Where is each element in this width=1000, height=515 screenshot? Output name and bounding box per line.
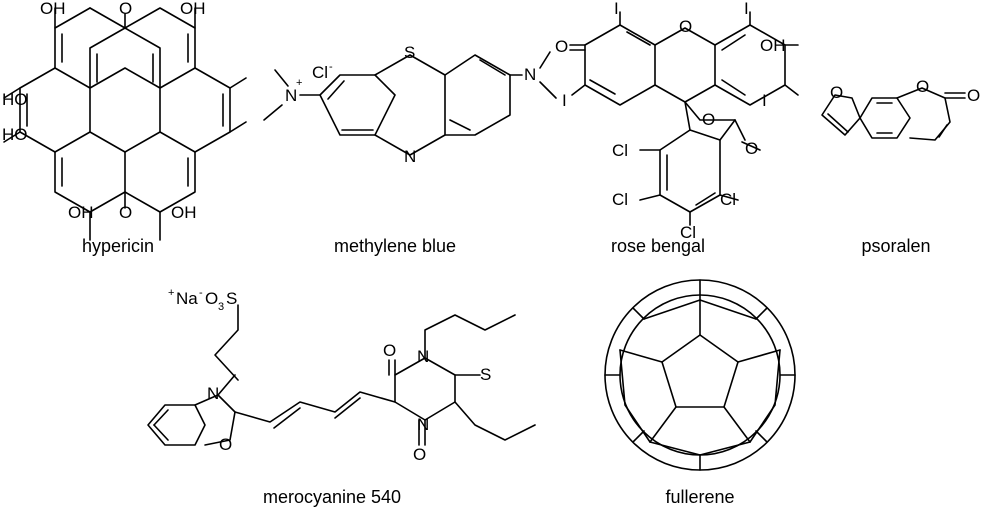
label-cl: Cl bbox=[312, 63, 328, 82]
label-i: I bbox=[614, 0, 619, 18]
label-o: O bbox=[702, 110, 715, 129]
label-o: O bbox=[830, 83, 843, 102]
label-s: S bbox=[404, 43, 415, 62]
label-s: S bbox=[226, 289, 237, 308]
label-o: O bbox=[916, 77, 929, 96]
structure-merocyanine-540: + Na - O 3 S N O O N S N O merocyanine 5… bbox=[147, 287, 536, 507]
label-o: O bbox=[383, 341, 396, 360]
label-subscript: 3 bbox=[218, 301, 224, 313]
label-o: O bbox=[119, 0, 132, 18]
caption-methylene-blue: methylene blue bbox=[334, 236, 456, 256]
label-oh: OH bbox=[171, 203, 197, 222]
caption-psoralen: psoralen bbox=[861, 236, 930, 256]
label-n: N bbox=[524, 65, 536, 84]
label-o: O bbox=[119, 203, 132, 222]
label-ho: HO bbox=[2, 90, 28, 109]
label-oh: OH bbox=[180, 0, 206, 18]
structure-rose-bengal: O I O I OH I I O O Cl Cl Cl Cl rose beng… bbox=[555, 0, 799, 256]
label-oh: OH bbox=[40, 0, 66, 18]
label-charge: + bbox=[296, 77, 302, 89]
structure-hypericin: OH O OH HO HO OH O OH hypericin bbox=[2, 0, 247, 256]
label-n: N bbox=[417, 347, 429, 366]
label-n: N bbox=[285, 86, 297, 105]
label-o: O bbox=[413, 445, 426, 464]
label-ho: HO bbox=[2, 125, 28, 144]
caption-fullerene: fullerene bbox=[665, 487, 734, 507]
label-o: O bbox=[679, 17, 692, 36]
label-charge: - bbox=[329, 61, 333, 73]
caption-hypericin: hypericin bbox=[82, 236, 154, 256]
caption-merocyanine-540: merocyanine 540 bbox=[263, 487, 401, 507]
label-o: O bbox=[555, 37, 568, 56]
label-i: I bbox=[762, 91, 767, 110]
label-o: O bbox=[745, 139, 758, 158]
label-oh: OH bbox=[760, 36, 786, 55]
label-cl: Cl bbox=[680, 223, 696, 242]
label-n: N bbox=[417, 415, 429, 434]
label-cl: Cl bbox=[720, 190, 736, 209]
label-oh: OH bbox=[68, 203, 94, 222]
label-charge: - bbox=[199, 287, 203, 299]
label-n: N bbox=[207, 384, 219, 403]
label-charge: + bbox=[168, 287, 174, 299]
label-n: N bbox=[404, 147, 416, 166]
label-o: O bbox=[219, 435, 232, 454]
label-o: O bbox=[205, 289, 218, 308]
structure-psoralen: O O O psoralen bbox=[821, 77, 980, 256]
label-na: Na bbox=[176, 289, 198, 308]
label-o: O bbox=[967, 86, 980, 105]
label-i: I bbox=[744, 0, 749, 18]
caption-rose-bengal: rose bengal bbox=[611, 236, 705, 256]
label-cl: Cl bbox=[612, 190, 628, 209]
label-cl: Cl bbox=[612, 141, 628, 160]
label-s: S bbox=[480, 365, 491, 384]
structure-fullerene: fullerene bbox=[604, 279, 796, 507]
structure-methylene-blue: N + Cl - S N N methylene blue bbox=[263, 43, 557, 256]
label-i: I bbox=[562, 91, 567, 110]
